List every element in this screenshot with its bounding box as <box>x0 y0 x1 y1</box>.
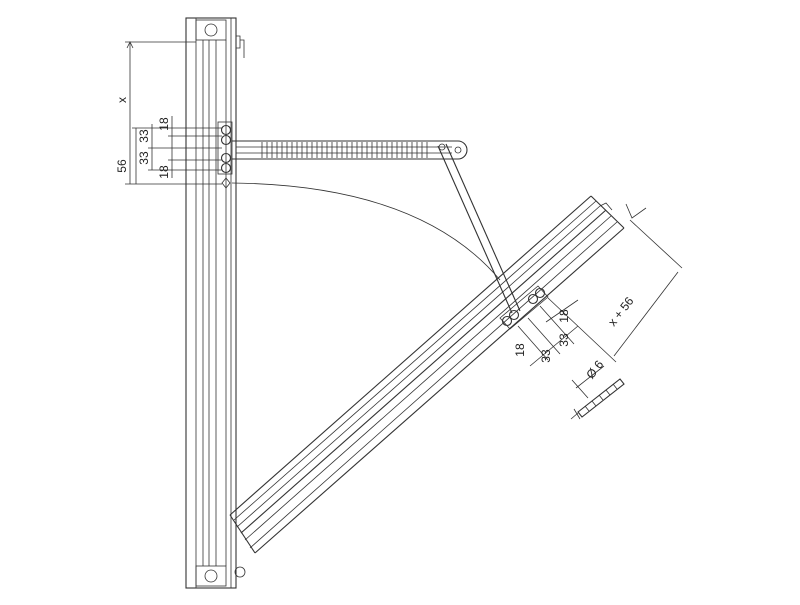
dim-sash-ext <box>517 325 549 361</box>
dim-x56-mark <box>625 203 647 219</box>
frame-pivot <box>221 177 231 189</box>
arm-end-pin <box>454 146 462 154</box>
sash-screws <box>499 285 549 330</box>
sash-screw <box>534 287 546 299</box>
sash-line <box>240 209 607 534</box>
label-sash-33-right: 33 <box>557 333 571 347</box>
label-x: x <box>115 97 129 103</box>
screw-thread <box>584 383 618 412</box>
frame-top-bore <box>204 23 218 37</box>
frame-outline <box>185 17 237 589</box>
strut-pivot <box>438 143 446 151</box>
frame-bottom-bore <box>204 569 218 583</box>
dim-arrow <box>126 41 134 49</box>
dim-sash-line <box>529 325 579 367</box>
frame-screw <box>220 124 232 136</box>
frame-screw <box>220 152 232 164</box>
frame-bottom-screw <box>234 566 246 578</box>
dim-x56-ext-bottom <box>547 297 617 363</box>
dim-sash-ext <box>527 317 561 355</box>
label-33-bottom: 33 <box>137 151 151 165</box>
vertical-frame <box>185 17 246 589</box>
dimension-labels: x 56 33 33 18 18 18 18 33 33 x + 56 Ø 6 <box>115 97 637 381</box>
label-dia-6: Ø 6 <box>583 357 606 381</box>
label-sash-33-left: 33 <box>539 349 553 363</box>
sash-line <box>236 205 601 528</box>
sash-line <box>229 195 592 516</box>
label-x-plus-56: x + 56 <box>605 294 637 329</box>
label-33-top: 33 <box>137 129 151 143</box>
label-sash-18-left: 18 <box>513 343 527 357</box>
strut-edge <box>437 145 513 314</box>
frame-screws <box>217 121 233 189</box>
dim-x56-ext-top <box>629 219 683 269</box>
swing-arc <box>231 182 501 281</box>
label-sash-18-right: 18 <box>557 309 571 323</box>
frame-screw <box>220 162 232 174</box>
dim-sash-line <box>545 299 579 323</box>
arm-serrations <box>261 142 428 158</box>
sash-line <box>244 215 612 541</box>
sash-line <box>254 227 625 554</box>
sash-top-end <box>590 195 625 229</box>
label-18-bottom: 18 <box>157 165 171 179</box>
dim-dia-ext <box>571 379 589 399</box>
dim-sash-ext <box>539 305 575 345</box>
frame-top-cap <box>195 19 227 41</box>
strut-edge <box>445 143 521 312</box>
label-56: 56 <box>115 159 129 173</box>
sash-line <box>233 200 597 521</box>
label-18-top: 18 <box>157 117 171 131</box>
sash-bottom-end <box>229 514 256 554</box>
sash-screw <box>508 309 520 321</box>
screw-head <box>570 408 581 420</box>
frame-bottom-cap <box>195 565 227 587</box>
sash-screw <box>501 315 513 327</box>
sash-top-notch <box>599 202 613 211</box>
frame-top-clip <box>236 35 245 58</box>
sash-screw <box>527 293 539 305</box>
sash-line <box>249 221 618 549</box>
dimensions <box>125 41 683 399</box>
frame-screw <box>220 134 232 146</box>
strut <box>437 143 521 314</box>
screw-detail <box>570 378 625 420</box>
stay-arm <box>232 140 468 160</box>
arm-outline <box>232 140 468 160</box>
dim-dia-line <box>575 365 605 389</box>
sash <box>229 195 625 554</box>
dim-x56-line <box>613 271 679 357</box>
